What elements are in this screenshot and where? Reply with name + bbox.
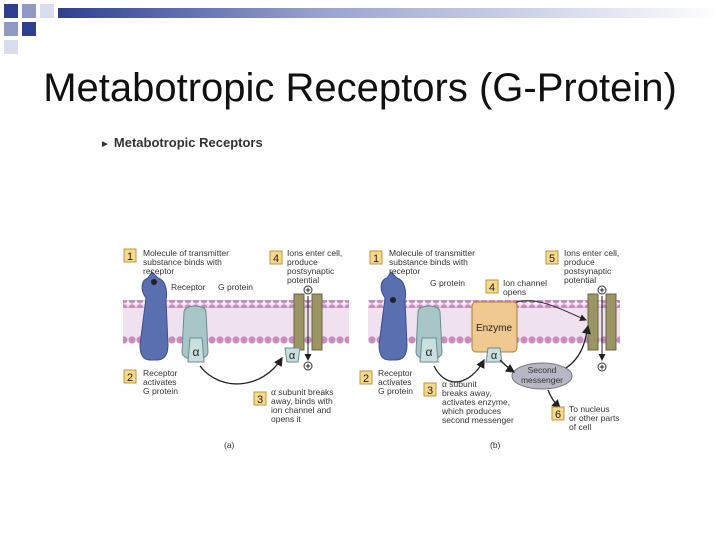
figure-heading: ►Metabotropic Receptors [100, 135, 263, 150]
ion-plus-b2: + [599, 362, 604, 372]
step-b3-line1: α subunit [442, 379, 477, 389]
second-messenger: Second messenger [511, 362, 573, 390]
step-b3-line3: activates enzyme, [442, 397, 510, 407]
alpha-subunit-a2-label: α [289, 350, 296, 362]
ion-channel-b: + + [587, 285, 617, 372]
header-rule [58, 8, 720, 18]
receptor-a [139, 271, 169, 361]
step-a1-line3: receptor [143, 266, 174, 276]
step-a3-line3: ion channel and [271, 405, 331, 415]
step-b4-line1: Ion channel [503, 278, 547, 288]
step-b1-line3: receptor [389, 266, 420, 276]
step-b2-line3: G protein [378, 386, 413, 396]
gprotein-b-label: G protein [430, 278, 465, 288]
step-b2-line1: Receptor [378, 368, 413, 378]
step-b2: 2 Receptor activates G protein [359, 368, 413, 396]
step-a4: 4 Ions enter cell, produce postsynaptic … [269, 248, 342, 285]
panel-a: α α + + Receptor G protein 1 Molecule of… [123, 248, 349, 450]
step-a3-number: 3 [257, 394, 263, 406]
step-b6-line3: of cell [569, 422, 591, 432]
ion-plus-b1: + [599, 285, 604, 295]
g-protein-a: α [181, 305, 209, 363]
step-a1-line1: Molecule of transmitter [143, 248, 229, 258]
step-b3-line5: second messenger [442, 415, 514, 425]
arrow-b3 [565, 324, 591, 369]
arrow-b2 [499, 359, 516, 373]
messenger-line1: Second [528, 365, 557, 375]
step-b2-number: 2 [363, 373, 369, 385]
step-b4: 4 Ion channel opens [485, 278, 547, 297]
panel-b: α Enzyme α Second messenger + + [359, 248, 620, 450]
alpha-subunit-b2-label: α [491, 350, 498, 362]
step-a3-line2: away, binds with [271, 396, 333, 406]
panel-a-caption: (a) [224, 440, 235, 450]
step-a4-number: 4 [273, 253, 279, 265]
step-a1-line2: substance binds with [143, 257, 222, 267]
step-b4-line2: opens [503, 287, 526, 297]
step-a3-line1: α subunit breaks [271, 387, 334, 397]
step-b5-line1: Ions enter cell, [564, 248, 619, 258]
ion-channel-a: α + + [284, 285, 323, 371]
alpha-subunit-a-label: α [193, 345, 200, 359]
step-a1-number: 1 [127, 251, 133, 263]
enzyme-label: Enzyme [476, 323, 513, 334]
step-b1-line1: Molecule of transmitter [389, 248, 475, 258]
step-a2-line3: G protein [143, 386, 178, 396]
step-b2-line2: activates [378, 377, 412, 387]
step-a2-line1: Receptor [143, 368, 178, 378]
step-b6-number: 6 [555, 409, 561, 421]
step-b5-line2: produce [564, 257, 595, 267]
step-a4-line2: produce [287, 257, 318, 267]
step-b5-number: 5 [549, 253, 555, 265]
arrow-b1 [433, 358, 485, 383]
step-a4-line1: Ions enter cell, [287, 248, 342, 258]
messenger-line2: messenger [521, 375, 563, 385]
step-a2-number: 2 [127, 372, 133, 384]
step-a2-line2: activates [143, 377, 177, 387]
step-b5: 5 Ions enter cell, produce postsynaptic … [545, 248, 619, 285]
step-b3-line2: breaks away, [442, 388, 491, 398]
step-b6-line1: To nucleus [569, 404, 610, 414]
step-a3-line4: opens it [271, 414, 301, 424]
arrow-b5 [515, 300, 587, 322]
triangle-bullet-icon: ► [100, 139, 110, 150]
alpha-subunit-b-label: α [426, 345, 433, 359]
step-b6: 6 To nucleus or other parts of cell [551, 404, 620, 432]
receptor-b [378, 271, 408, 361]
step-a1: 1 Molecule of transmitter substance bind… [123, 248, 229, 276]
step-a3: 3 α subunit breaks away, binds with ion … [253, 387, 334, 424]
ion-plus-a2: + [305, 361, 310, 371]
step-b4-number: 4 [489, 282, 495, 294]
g-protein-b: α [415, 305, 443, 363]
transmitter-molecule-a [151, 279, 157, 285]
step-b1: 1 Molecule of transmitter substance bind… [369, 248, 475, 276]
step-b1-line2: substance binds with [389, 257, 468, 267]
arrow-a [199, 356, 283, 385]
transmitter-molecule-b [390, 297, 396, 303]
step-a4-line4: potential [287, 275, 319, 285]
step-b3-line4: which produces [441, 406, 501, 416]
step-a2: 2 Receptor activates G protein [123, 368, 178, 396]
slide-title: Metabotropic Receptors (G-Protein) [43, 66, 677, 110]
step-b3-number: 3 [427, 385, 433, 397]
step-b3: 3 α subunit breaks away, activates enzym… [423, 379, 514, 425]
ion-plus-a1: + [305, 285, 310, 295]
step-b5-line4: potential [564, 275, 596, 285]
step-a4-line3: postsynaptic [287, 266, 335, 276]
figure-heading-text: Metabotropic Receptors [113, 135, 263, 150]
enzyme-b: Enzyme α [471, 301, 518, 363]
gprotein-a-label: G protein [218, 282, 253, 292]
step-b6-line2: or other parts [569, 413, 620, 423]
step-b5-line3: postsynaptic [564, 266, 612, 276]
receptor-a-label: Receptor [171, 282, 206, 292]
arrow-b4 [547, 389, 561, 409]
panel-b-caption: (b) [490, 440, 501, 450]
step-b1-number: 1 [373, 253, 379, 265]
